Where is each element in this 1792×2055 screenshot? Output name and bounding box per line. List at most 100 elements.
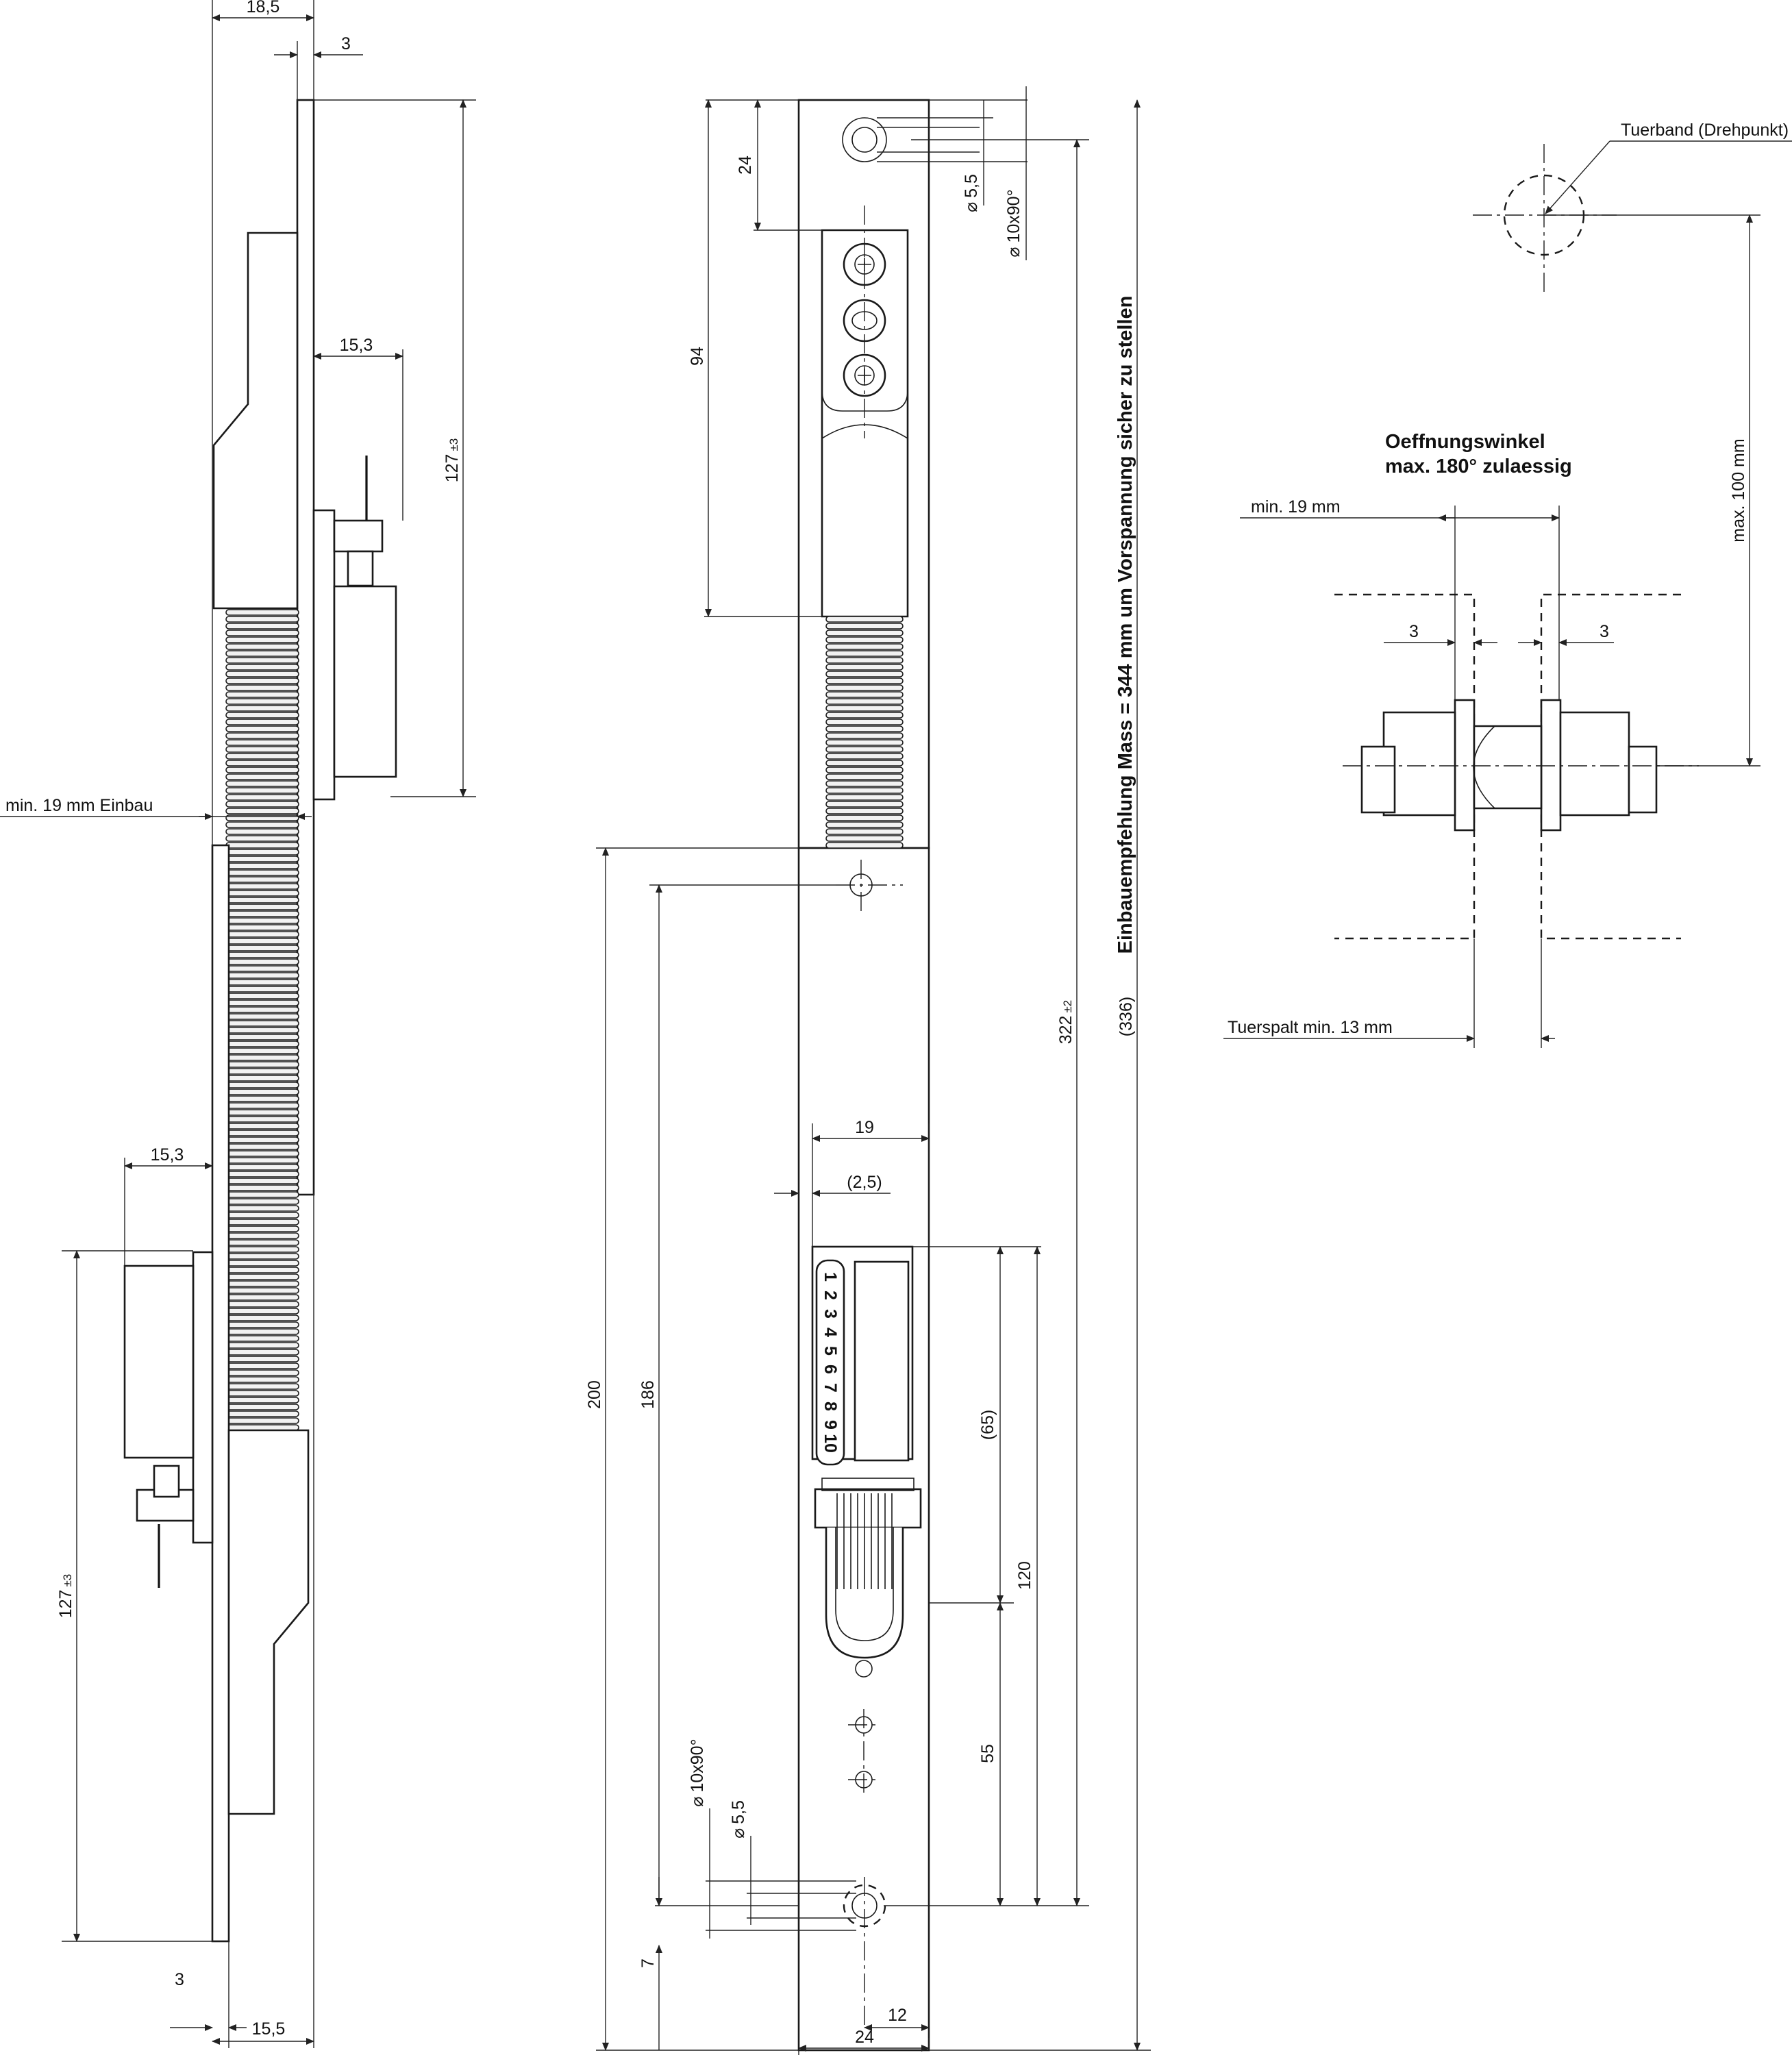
coil-segment (825, 760, 904, 767)
coil-segment (225, 1006, 299, 1013)
terminal-number: 9 (821, 1420, 840, 1430)
terminal-number: 3 (821, 1309, 840, 1319)
dim-reference: (336) (1117, 997, 1136, 1036)
dim-connector: 120 (1015, 1561, 1034, 1590)
coil-segment (225, 1041, 299, 1047)
dim-countersink: ⌀10x90° (1004, 189, 1023, 257)
side-view: 18,5 3 15,3 127±3 min. 19 mm Einbau 15,3… (0, 0, 476, 2048)
coil-segment (225, 938, 299, 945)
coil-segment (225, 1088, 299, 1095)
dim-terminal-width: 19 (855, 1118, 874, 1137)
coil-segment (225, 712, 299, 719)
coil-segment (825, 808, 904, 814)
coil-segment (225, 1123, 299, 1130)
side-mount-label: min. 19 mm Einbau (5, 796, 153, 815)
coil-segment (225, 630, 299, 636)
coil-segment (825, 753, 904, 760)
coil-segment (225, 753, 299, 760)
coil-segment (225, 862, 299, 869)
side-offset-lower: 15,3 (151, 1145, 184, 1164)
coil-segment (225, 821, 299, 828)
coil-segment (225, 1171, 299, 1178)
coil-segment (225, 1417, 299, 1424)
coil-segment (225, 719, 299, 725)
coil-segment (225, 1362, 299, 1369)
coil-segment (225, 1390, 299, 1397)
coil-segment (225, 1369, 299, 1376)
dim-lower-hole: 186 (638, 1380, 658, 1409)
door-view: Tuerband (Drehpunkt) Oeffnungswinkel max… (1223, 121, 1792, 1048)
lower-housing (227, 1429, 310, 1815)
dim-hole-diameter: ⌀5,5 (962, 174, 981, 212)
angle-title-line2: max. 180° zulaessig (1385, 456, 1572, 477)
dim-housing: 94 (688, 347, 707, 366)
side-offset-top: 3 (341, 34, 351, 53)
coil-segment (225, 1143, 299, 1150)
coil-segment (225, 1280, 299, 1287)
coil-segment (225, 616, 299, 623)
coil-segment (225, 643, 299, 650)
coil-segment (225, 835, 299, 842)
coil-segment (225, 739, 299, 746)
coil-segment (825, 773, 904, 780)
coil-segment (225, 1136, 299, 1143)
upper-mounting-plate (296, 99, 315, 1196)
lower-small-holes (848, 1660, 880, 1795)
coil-segment (225, 664, 299, 671)
side-height-lower: 127±3 (56, 1574, 75, 1619)
coil-segment (225, 897, 299, 904)
dim-holes: 55 (978, 1744, 997, 1763)
coil-segment (225, 1130, 299, 1136)
dim-bottom-countersink: ⌀10x90° (688, 1739, 707, 1806)
coil-segment (825, 657, 904, 664)
coil-segment (825, 739, 904, 746)
coil-segment (825, 684, 904, 691)
lower-connector (123, 1251, 214, 1588)
coil-segment (225, 1075, 299, 1082)
coil-segment (225, 1239, 299, 1246)
coil-segment (225, 1225, 299, 1232)
dim-hole-offset: 12 (888, 2006, 907, 2025)
top-mounting-hole (842, 117, 887, 162)
coil-segment (225, 1095, 299, 1102)
coil-segment (225, 1020, 299, 1027)
coil-segment (225, 1328, 299, 1335)
coil-segment (225, 1349, 299, 1356)
coil-segment (225, 1034, 299, 1041)
min-width: min. 19 mm (1251, 497, 1341, 516)
coil-segment (225, 965, 299, 972)
door-frames (1334, 593, 1681, 940)
coil-segment (225, 1102, 299, 1109)
terminal-number: 2 (821, 1291, 840, 1300)
side-spring-hose (225, 609, 299, 1431)
coil-segment (825, 691, 904, 698)
coil-segment (225, 1260, 299, 1267)
coil-segment (225, 917, 299, 924)
coil-segment (225, 951, 299, 958)
coil-segment (825, 623, 904, 630)
coil-segment (225, 856, 299, 862)
terminal-number: 10 (821, 1434, 840, 1453)
coil-segment (225, 931, 299, 938)
coil-segment (825, 794, 904, 801)
coil-segment (225, 1178, 299, 1184)
middle-hole (836, 860, 903, 911)
side-width-bottom: 15,5 (252, 2019, 286, 2039)
dim-bottom-edge: 7 (638, 1958, 658, 1968)
coil-segment (225, 972, 299, 979)
coil-segment (225, 650, 299, 657)
coil-segment (225, 1397, 299, 1404)
terminal-number: 1 (821, 1272, 840, 1282)
gap-label: Tuerspalt min. 13 mm (1228, 1018, 1393, 1037)
coil-segment (225, 1410, 299, 1417)
coil-segment (825, 746, 904, 753)
coil-segment (225, 1335, 299, 1342)
coil-segment (225, 1219, 299, 1225)
coil-segment (225, 1061, 299, 1068)
coil-segment (225, 1150, 299, 1157)
coil-segment (225, 1212, 299, 1219)
upper-connector (312, 456, 397, 801)
coil-segment (225, 1321, 299, 1328)
coil-segment (225, 876, 299, 883)
coil-segment (225, 1184, 299, 1191)
